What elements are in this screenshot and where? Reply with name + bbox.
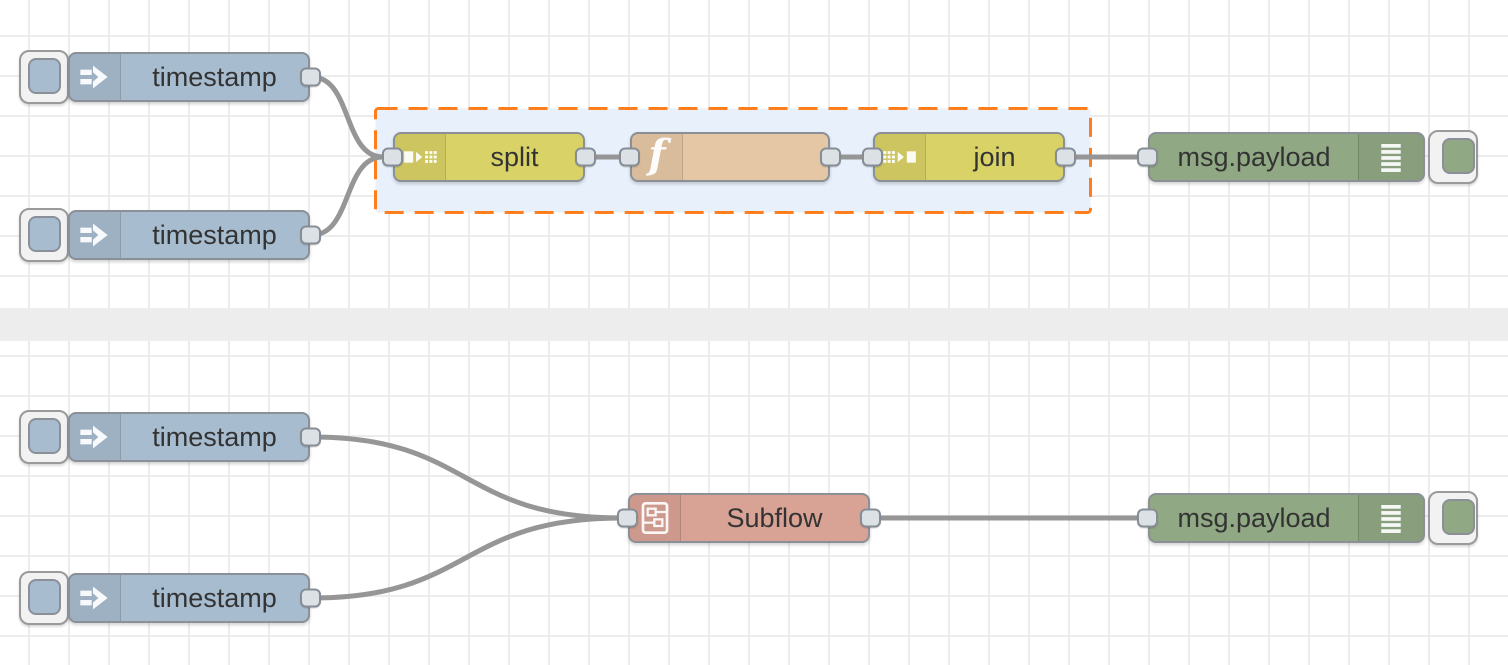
function-icon: f — [632, 134, 683, 180]
inject-arrow-icon — [70, 54, 121, 100]
inject-trigger-button[interactable] — [19, 571, 69, 625]
subflow-icon — [630, 495, 681, 541]
debug-node-top[interactable]: msg.payload — [1137, 130, 1478, 184]
debug-list-icon — [1358, 495, 1423, 541]
inject-button-inner — [28, 58, 61, 94]
wire[interactable] — [309, 515, 625, 601]
inject-arrow-icon — [70, 575, 121, 621]
inject-node-bottom-2[interactable]: timestamp — [19, 571, 321, 625]
debug-list-icon — [1358, 134, 1423, 180]
output-port[interactable] — [300, 427, 321, 447]
node-label: msg.payload — [1177, 141, 1331, 172]
input-port[interactable] — [619, 147, 640, 167]
inject-button-inner — [28, 418, 61, 454]
output-port[interactable] — [860, 508, 881, 528]
inject-arrow-icon — [70, 414, 121, 460]
node-label: timestamp — [152, 219, 277, 250]
workspace-divider — [0, 308, 1508, 341]
output-port[interactable] — [300, 588, 321, 608]
node-label: timestamp — [152, 582, 277, 613]
input-port[interactable] — [382, 147, 403, 167]
wire[interactable] — [309, 74, 386, 160]
inject-trigger-button[interactable] — [19, 50, 69, 104]
debug-button-inner — [1442, 138, 1475, 174]
input-port[interactable] — [862, 147, 883, 167]
input-port[interactable] — [1137, 508, 1158, 528]
input-port[interactable] — [1137, 147, 1158, 167]
inject-node-top-2[interactable]: timestamp — [19, 208, 321, 262]
debug-toggle-button[interactable] — [1428, 130, 1478, 184]
debug-toggle-button[interactable] — [1428, 491, 1478, 545]
debug-node-bottom[interactable]: msg.payload — [1137, 491, 1478, 545]
inject-button-inner — [28, 579, 61, 615]
node-label: msg.payload — [1177, 502, 1331, 533]
output-port[interactable] — [575, 147, 596, 167]
subflow-node[interactable]: Subflow — [617, 493, 881, 543]
join-icon — [875, 134, 926, 180]
output-port[interactable] — [820, 147, 841, 167]
node-label: timestamp — [152, 421, 277, 452]
inject-arrow-icon — [70, 212, 121, 258]
output-port[interactable] — [1055, 147, 1076, 167]
join-node[interactable]: join — [862, 132, 1076, 182]
inject-node-bottom-1[interactable]: timestamp — [19, 410, 321, 464]
node-label: Subflow — [726, 502, 823, 533]
node-label: join — [973, 141, 1016, 172]
node-label: split — [490, 141, 539, 172]
inject-trigger-button[interactable] — [19, 208, 69, 262]
inject-node-top-1[interactable]: timestamp — [19, 50, 321, 104]
node-label: timestamp — [152, 61, 277, 92]
node-label — [683, 134, 828, 180]
inject-button-inner — [28, 216, 61, 252]
input-port[interactable] — [617, 508, 638, 528]
output-port[interactable] — [300, 225, 321, 245]
split-node[interactable]: split — [382, 132, 596, 182]
split-icon — [395, 134, 446, 180]
wire[interactable] — [309, 434, 625, 521]
function-node[interactable]: f — [619, 132, 841, 182]
debug-button-inner — [1442, 499, 1475, 535]
wire[interactable] — [309, 154, 386, 238]
output-port[interactable] — [300, 67, 321, 87]
inject-trigger-button[interactable] — [19, 410, 69, 464]
